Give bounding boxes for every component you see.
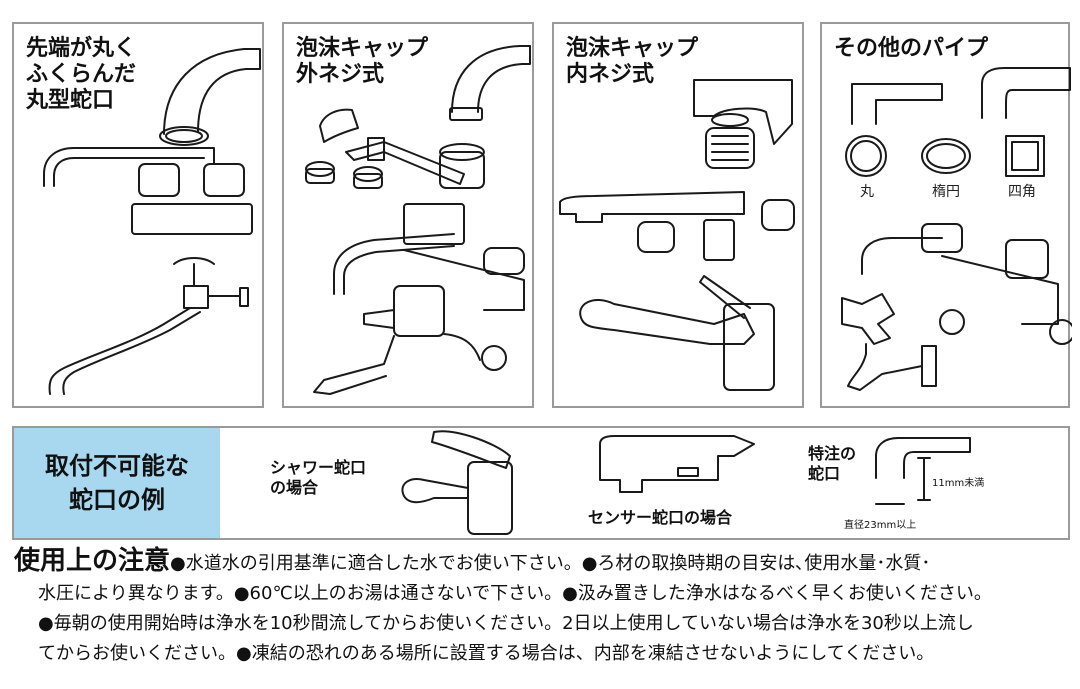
panel-title: 泡沫キャップ 内ネジ式 [566,36,699,87]
panel-inner-thread: 泡沫キャップ 内ネジ式 [552,22,804,408]
round-faucet-illustration [43,48,261,395]
not-installable-title-box: 取付不可能な 蛇口の例 [14,428,220,538]
pipe-shape-label: 丸 [860,184,874,200]
other-pipes-illustration: 丸 楕円 四角 [841,67,1072,391]
pipe-shape-label: 四角 [1008,184,1036,200]
outer-thread-illustration [305,45,531,395]
special-faucet-label: 特注の 蛇口 [808,444,857,483]
pipe-shape-label: 楕円 [932,183,960,200]
note-text: ●毎朝の使用開始時は浄水を10秒間流してからお使いください。2日以上使用していな… [38,613,974,634]
not-installable-illustrations [401,430,971,535]
panel-other-pipes: 丸 楕円 四角 その他のパイプ [820,22,1072,408]
not-installable-section: 取付不可能な 蛇口の例 シャワー蛇口 の場合 センサー蛇口の場合 特注の 蛇口 … [12,426,1070,540]
notes-title: 使用上の注意 [14,546,171,576]
shower-faucet-label: シャワー蛇口 の場合 [270,458,367,497]
oval-pipe-shape [921,138,971,174]
usage-notes: 使用上の注意●水道水の引用基準に適合した水でお使い下さい。●ろ材の取換時期の目安… [14,546,1072,669]
note-text: てからお使いください。●凍結の恐れのある場所に設置する場合は、内部を凍結させない… [38,643,935,664]
note-text: 水圧により異なります。●60℃以上のお湯は通さないで下さい。●汲み置きした浄水は… [38,583,992,604]
panel-round-faucet: 先端が丸く ふくらんだ 丸型蛇口 [12,22,264,408]
panel-title: 泡沫キャップ 外ネジ式 [296,36,429,87]
not-installable-title: 取付不可能な 蛇口の例 [45,452,189,514]
sensor-faucet-label: センサー蛇口の場合 [588,508,733,527]
diameter-dimension-label: 直径23mm以上 [844,520,917,531]
note-text: ●水道水の引用基準に適合した水でお使い下さい。●ろ材の取換時期の目安は､使用水量… [170,553,931,574]
height-dimension-label: 11mm未満 [932,478,985,489]
round-pipe-shape [845,135,887,177]
panel-title: 先端が丸く ふくらんだ 丸型蛇口 [26,36,137,113]
panel-outer-thread: 泡沫キャップ 外ネジ式 [282,22,534,408]
panel-title: その他のパイプ [834,36,989,61]
inner-thread-illustration [559,79,795,391]
square-pipe-shape [1005,135,1045,177]
